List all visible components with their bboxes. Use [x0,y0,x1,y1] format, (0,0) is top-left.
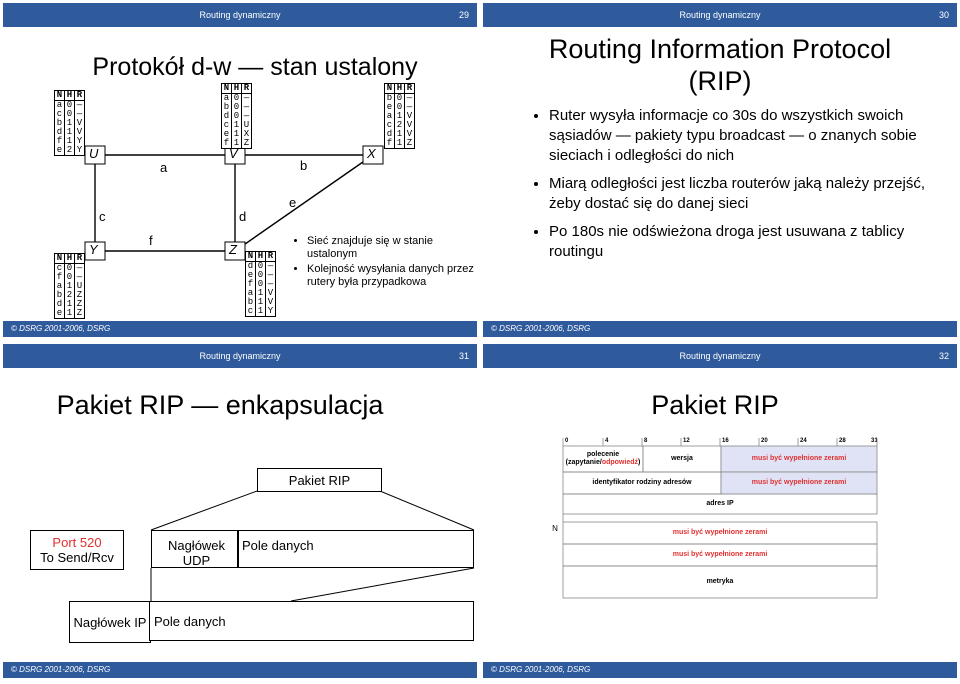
slide-number: 32 [938,351,949,361]
router-x [362,145,384,165]
slide-footer: © DSRG 2001-2006, DSRG [483,321,957,337]
header-topic: Routing dynamiczny [199,10,281,20]
bit-ruler: 0 4 8 12 16 20 24 28 31 [565,438,878,444]
udp-header-box: Nagłówek UDP [151,530,238,568]
zero-field-3: musi być wypełnione zerami [672,529,768,536]
slide-header: Routing dynamiczny 31 [3,344,477,368]
edge-label-b: b [300,158,308,173]
slide-footer: © DSRG 2001-2006, DSRG [3,321,477,337]
bullet-item: Ruter wysyła informacje co 30s do wszyst… [549,106,931,166]
slide-title-sub: (RIP) [688,66,752,96]
edge-label-d: d [239,209,247,224]
node-label-y: Y [89,242,98,257]
slide-header: Routing dynamiczny 32 [483,344,957,368]
slide-number: 30 [938,10,949,20]
ip-address-field: adres IP [706,500,734,507]
send-rcv-label: To Send/Rcv [40,550,114,565]
ip-data-box: Pole danych [149,601,474,641]
ip-header-box: Nagłówek IP [69,601,151,643]
zero-field-1: musi być wypełnione zerami [751,455,847,462]
slide-title: Pakiet RIP — enkapsulacja [56,390,384,420]
zero-field-2: musi być wypełnione zerami [751,479,847,486]
copyright: © DSRG 2001-2006, DSRG [11,324,111,333]
node-label-z: Z [229,242,237,257]
packet-grid [562,438,878,599]
command-field: polecenie (zapytanie/odpowiedź) [563,446,643,472]
slide-header: Routing dynamiczny 30 [483,3,957,27]
slide-number: 29 [458,10,469,20]
udp-header-label: Nagłówek UDP [167,538,226,568]
router-y [84,241,106,261]
slide-31: Routing dynamiczny 31 Pakiet RIP — enkap… [3,344,477,678]
node-label-u: U [89,146,99,161]
edge-label-e: e [289,195,297,210]
copyright: © DSRG 2001-2006, DSRG [491,324,591,333]
header-topic: Routing dynamiczny [679,351,761,361]
port-box: Port 520 To Send/Rcv [30,530,124,570]
bullet-list: Ruter wysyła informacje co 30s do wszyst… [533,106,931,270]
slide-29: Routing dynamiczny 29 Protokół d-w — sta… [3,3,477,337]
bullet-item: Po 180s nie odświeżona droga jest usuwan… [549,222,931,262]
header-topic: Routing dynamiczny [199,351,281,361]
slide-title: Routing Information Protocol [548,34,892,64]
slide-header: Routing dynamiczny 29 [3,3,477,27]
slide-footer: © DSRG 2001-2006, DSRG [483,662,957,678]
node-label-v: V [229,146,238,161]
zero-field-4: musi być wypełnione zerami [672,551,768,558]
network-diagram [84,145,384,261]
command-label: polecenie [586,451,620,458]
ip-header-label: Nagłówek IP [73,614,147,630]
copyright: © DSRG 2001-2006, DSRG [11,665,111,674]
bullet-item: Kolejność wysyłania danych przez rutery … [307,263,477,289]
command-values: (zapytanie/odpowiedź) [565,459,641,466]
bullet-list: Sieć znajduje się w stanie ustalonym Kol… [291,235,477,297]
copyright: © DSRG 2001-2006, DSRG [491,665,591,674]
slide-32: Routing dynamiczny 32 Pakiet RIP 0 4 8 1… [483,344,957,678]
bullet-item: Miarą odległości jest liczba routerów ja… [549,174,931,214]
rip-packet-box: Pakiet RIP [257,468,382,492]
encapsulation-lines [150,490,475,602]
router-u [84,145,106,165]
n-marker: N [552,524,558,533]
edge-label-f: f [149,233,153,248]
slide-number: 31 [458,351,469,361]
node-label-x: X [367,146,376,161]
edge-label-c: c [99,209,106,224]
slide-30: Routing dynamiczny 30 Routing Informatio… [483,3,957,337]
rip-packet-label: Pakiet RIP [288,472,351,488]
header-topic: Routing dynamiczny [679,10,761,20]
slide-title: Protokół d-w — stan ustalony [92,53,418,81]
udp-data-box: Pole danych [238,530,474,568]
version-field: wersja [671,455,693,462]
udp-data-label: Pole danych [242,538,314,553]
address-family-field: identyfikator rodziny adresów [592,479,692,486]
port-label: Port 520 [52,535,102,550]
edge-label-a: a [160,160,168,175]
bullet-item: Sieć znajduje się w stanie ustalonym [307,235,477,261]
slide-footer: © DSRG 2001-2006, DSRG [3,662,477,678]
slide-title: Pakiet RIP [651,390,779,420]
metric-field: metryka [706,578,734,585]
ip-data-label: Pole danych [154,613,226,629]
